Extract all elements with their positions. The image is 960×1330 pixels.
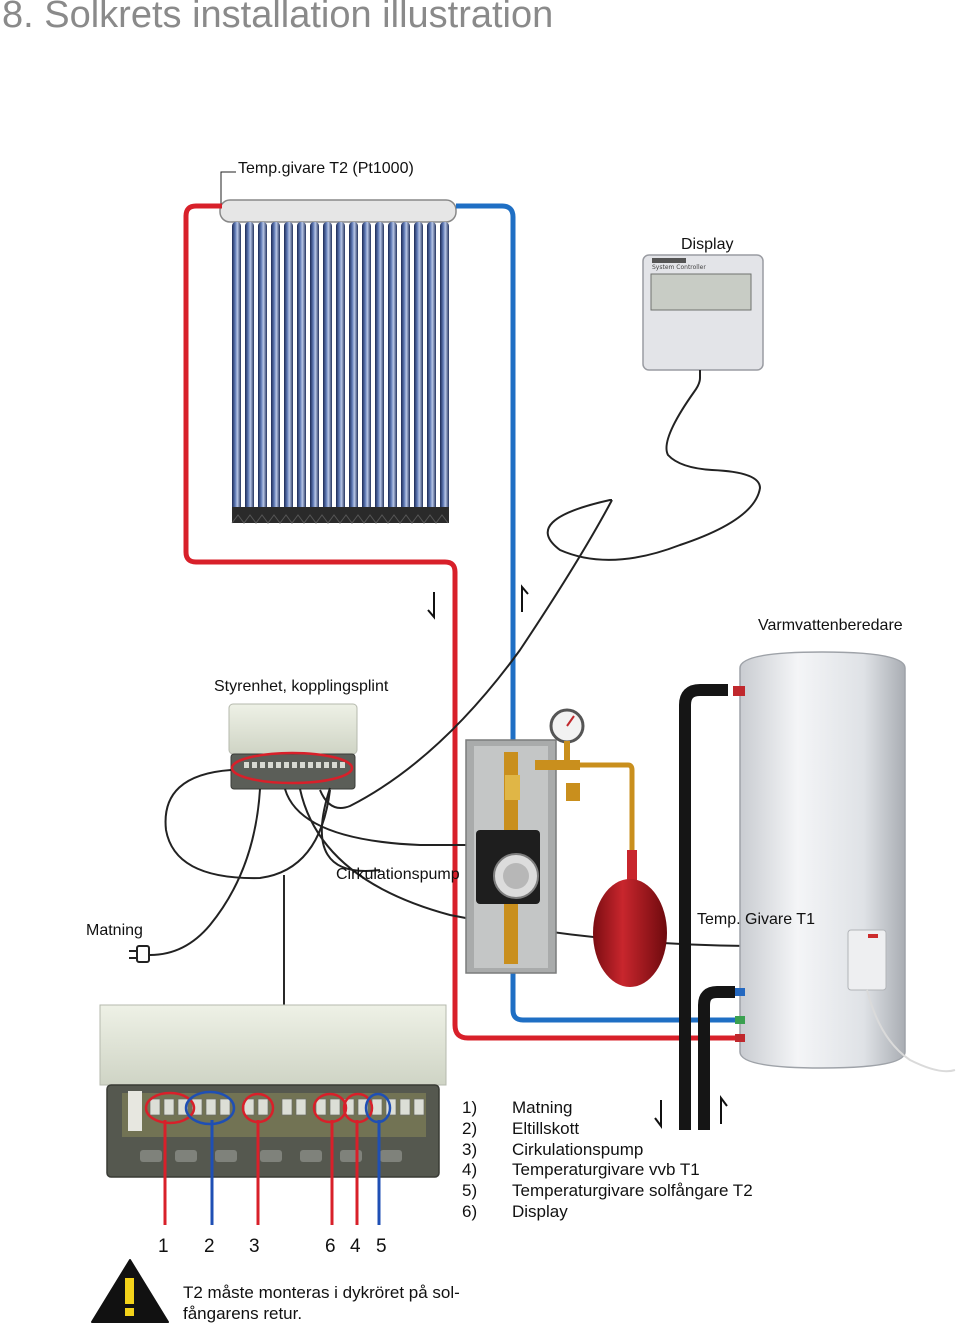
warning-line-1: T2 måste monteras i dykröret på sol-	[183, 1283, 460, 1302]
pump-label: Cirkulationspump	[336, 866, 460, 883]
power-plug-icon	[129, 945, 150, 963]
display-unit	[546, 254, 764, 561]
collector-tubes	[232, 222, 449, 514]
lcd-text: System Controller	[652, 264, 706, 271]
t2-sensor-label: Temp.givare T2 (Pt1000)	[238, 160, 414, 177]
terminal-number: 4	[350, 1236, 361, 1257]
terminal-number: 2	[204, 1236, 215, 1257]
display-label: Display	[681, 236, 734, 253]
cold-pipe	[456, 203, 742, 1023]
supply-label: Matning	[86, 922, 143, 939]
water-heater-label: Varmvattenberedare	[758, 617, 903, 634]
legend-item: 2)Eltillskott	[462, 1119, 580, 1138]
water-heater	[679, 651, 956, 1130]
terminal-number: 5	[376, 1236, 387, 1257]
display-cable	[319, 499, 613, 809]
controller-label: Styrenhet, kopplingsplint	[214, 678, 389, 695]
warning-line-2: fångarens retur.	[183, 1304, 303, 1323]
page-title: 8. Solkrets installation illustration	[2, 0, 554, 36]
warning-icon	[91, 1259, 169, 1323]
legend-item: 6)Display	[462, 1202, 568, 1221]
controller-large	[99, 875, 447, 1225]
pump-station	[465, 708, 635, 974]
t1-sensor-label: Temp. Givare T1	[697, 911, 815, 928]
expansion-vessel	[593, 850, 667, 987]
terminal-number: 3	[249, 1236, 260, 1257]
warning-text: T2 måste monteras i dykröret på sol- fån…	[183, 1282, 460, 1324]
terminal-number: 6	[325, 1236, 336, 1257]
legend-item: 1)Matning	[462, 1098, 573, 1117]
hot-pipe	[183, 203, 742, 1041]
terminal-number: 1	[158, 1236, 169, 1257]
legend-item: 3)Cirkulationspump	[462, 1140, 644, 1159]
flow-arrows	[427, 584, 728, 1129]
legend-item: 4)Temperaturgivare vvb T1	[462, 1160, 700, 1179]
controller-small	[228, 703, 358, 790]
legend-item: 5)Temperaturgivare solfångare T2	[462, 1181, 753, 1200]
solar-collector	[219, 171, 457, 524]
